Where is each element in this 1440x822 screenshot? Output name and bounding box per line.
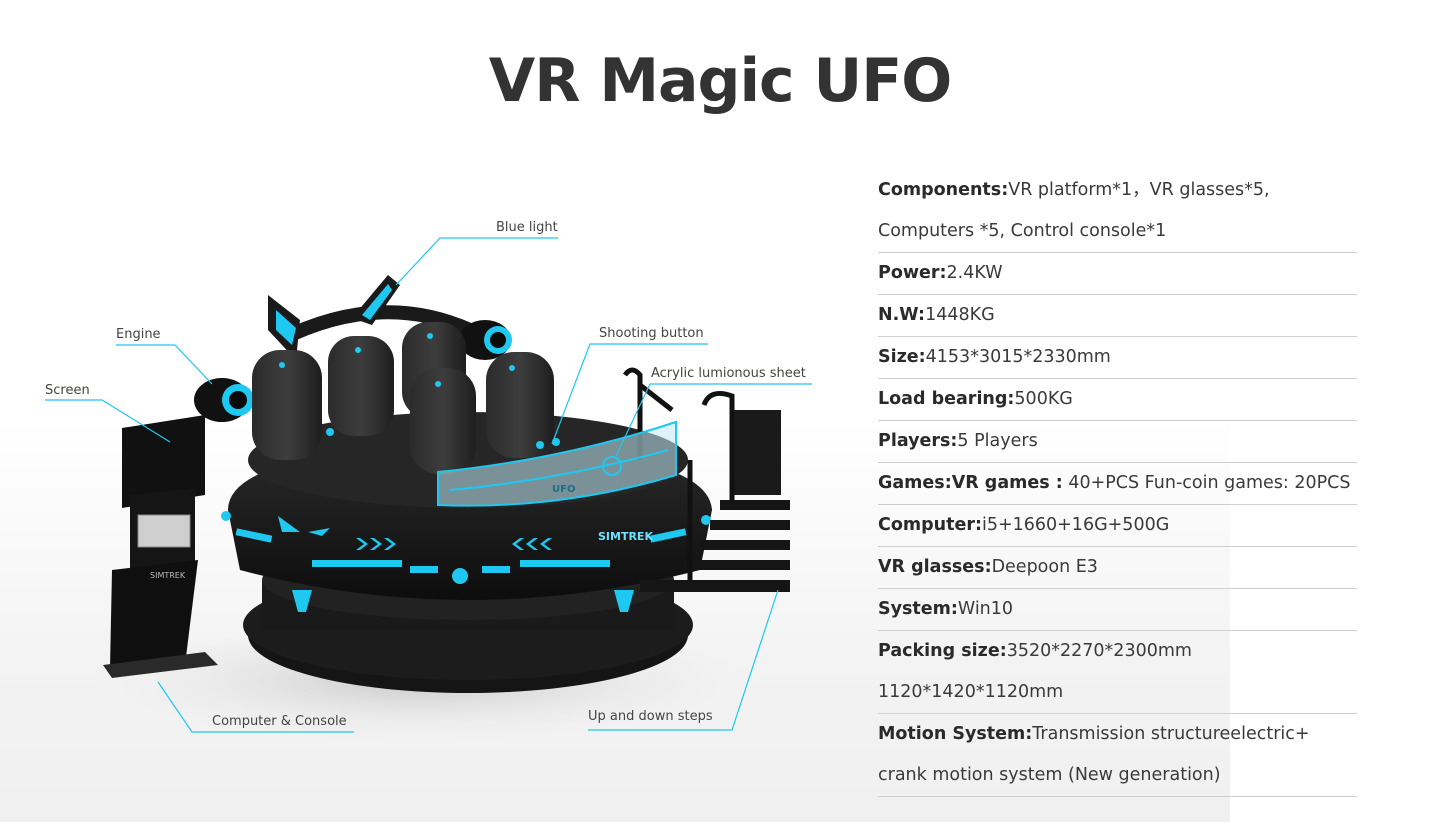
spec-value: 2.4KW bbox=[946, 263, 1003, 283]
spec-value: 5 Players bbox=[957, 431, 1038, 451]
background-right bbox=[1230, 0, 1440, 822]
steps-structure bbox=[622, 367, 790, 592]
spec-key: Size: bbox=[878, 347, 926, 367]
spec-value: Win10 bbox=[957, 599, 1014, 619]
engine-right bbox=[459, 320, 512, 360]
spec-value: 3520*2270*2300mm 1120*1420*1120mm bbox=[878, 641, 1192, 702]
spec-key: Games:VR games : bbox=[878, 473, 1063, 493]
console-kiosk: SIMTREK bbox=[103, 415, 218, 678]
spec-key: Computer: bbox=[878, 515, 982, 535]
spec-value: Transmission structureelectric+ crank mo… bbox=[878, 724, 1310, 785]
ufo-machine-image: SIMTREK bbox=[45, 237, 812, 740]
spec-value: 4153*3015*2330mm bbox=[925, 347, 1111, 367]
spec-value: i5+1660+16G+500G bbox=[981, 515, 1170, 535]
body-brand-label: SIMTREK bbox=[598, 530, 653, 543]
spec-key: VR glasses: bbox=[878, 557, 992, 577]
spec-value: 40+PCS Fun-coin games: 20PCS bbox=[1062, 473, 1351, 493]
page-title: VR Magic UFO bbox=[488, 46, 952, 116]
spec-motion-system: Motion System:Transmission structureelec… bbox=[878, 714, 1357, 797]
acrylic-panel: UFO bbox=[437, 420, 677, 507]
spec-value: 500KG bbox=[1014, 389, 1073, 409]
spec-list: Components:VR platform*1，VR glasses*5, C… bbox=[878, 170, 1357, 797]
callout-shooting-button: Shooting button bbox=[599, 326, 704, 341]
console-brand-label: SIMTREK bbox=[150, 571, 186, 580]
spec-key: N.W: bbox=[878, 305, 926, 325]
spec-packing-size: Packing size:3520*2270*2300mm 1120*1420*… bbox=[878, 631, 1357, 714]
product-illustration: SIMTREK bbox=[0, 160, 860, 760]
spec-system: System:Win10 bbox=[878, 589, 1357, 631]
callout-screen: Screen bbox=[45, 383, 90, 398]
spec-games: Games:VR games : 40+PCS Fun-coin games: … bbox=[878, 463, 1357, 505]
spec-value: VR platform*1，VR glasses*5, Computers *5… bbox=[878, 180, 1270, 241]
spec-key: System: bbox=[878, 599, 958, 619]
spec-value: 1448KG bbox=[925, 305, 995, 325]
spec-size: Size:4153*3015*2330mm bbox=[878, 337, 1357, 379]
spec-computer: Computer:i5+1660+16G+500G bbox=[878, 505, 1357, 547]
spec-power: Power:2.4KW bbox=[878, 253, 1357, 295]
spec-key: Players: bbox=[878, 431, 958, 451]
spec-net-weight: N.W:1448KG bbox=[878, 295, 1357, 337]
callout-blue-light: Blue light bbox=[496, 220, 558, 235]
spec-load-bearing: Load bearing:500KG bbox=[878, 379, 1357, 421]
callout-acrylic-sheet: Acrylic lumionous sheet bbox=[651, 366, 806, 381]
spec-key: Load bearing: bbox=[878, 389, 1015, 409]
spec-key: Components: bbox=[878, 180, 1009, 200]
callout-steps: Up and down steps bbox=[588, 709, 713, 724]
spec-key: Motion System: bbox=[878, 724, 1033, 744]
spec-components: Components:VR platform*1，VR glasses*5, C… bbox=[878, 170, 1357, 253]
spec-value: Deepoon E3 bbox=[991, 557, 1098, 577]
callout-computer-console: Computer & Console bbox=[212, 714, 347, 729]
callout-engine: Engine bbox=[116, 327, 161, 342]
panel-label: UFO bbox=[552, 484, 575, 495]
engine-left bbox=[194, 378, 254, 422]
spec-key: Power: bbox=[878, 263, 947, 283]
spec-players: Players:5 Players bbox=[878, 421, 1357, 463]
spec-vr-glasses: VR glasses:Deepoon E3 bbox=[878, 547, 1357, 589]
spec-key: Packing size: bbox=[878, 641, 1007, 661]
seats bbox=[252, 322, 560, 474]
